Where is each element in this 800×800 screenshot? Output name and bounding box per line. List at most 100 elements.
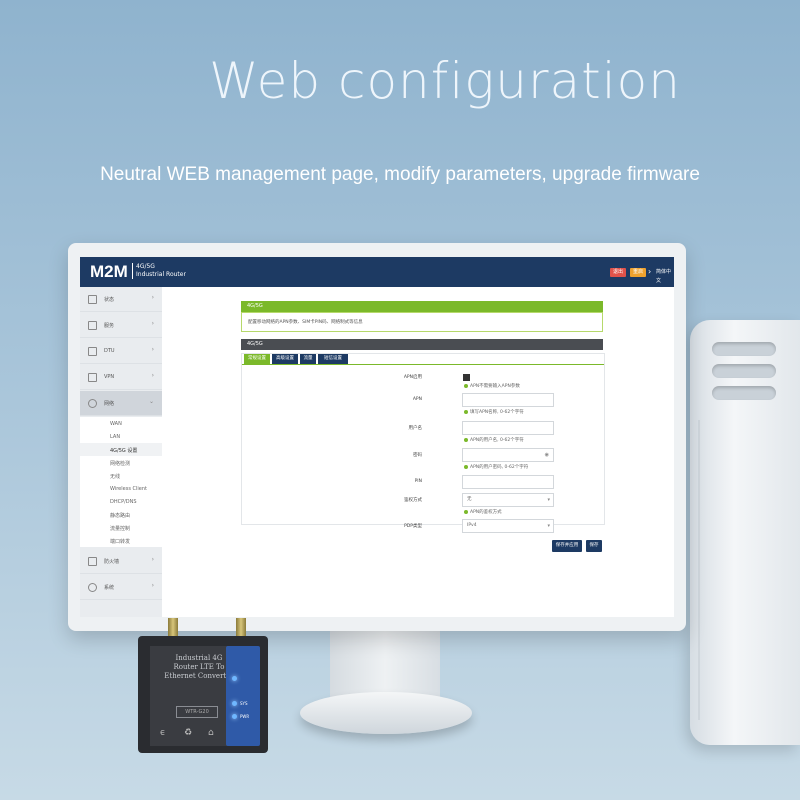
globe-icon — [88, 399, 97, 408]
chevron-down-icon: ⌄ — [148, 398, 154, 405]
monitor: M2M 4G/5G Industrial Router 退出 重启 › 简体中文… — [68, 243, 686, 631]
screen: M2M 4G/5G Industrial Router 退出 重启 › 简体中文… — [80, 257, 674, 617]
eye-icon[interactable]: ◉ — [544, 452, 549, 458]
sidebar-item-dtu[interactable]: DTU› — [80, 339, 162, 364]
logo-subtitle: 4G/5G Industrial Router — [132, 263, 186, 279]
pdp-select[interactable]: IPv4▾ — [462, 519, 554, 533]
language-link[interactable]: 简体中文 — [656, 269, 672, 284]
sub-item-network-check[interactable]: 网络检测 — [80, 456, 162, 469]
hero-title: Web configuration — [209, 52, 681, 110]
router-model: WTR-G20 — [176, 706, 218, 718]
sub-item-4g5g-settings[interactable]: 4G/5G 设置 — [80, 443, 162, 456]
auth-select[interactable]: 无▾ — [462, 493, 554, 507]
apn-input[interactable] — [462, 393, 554, 407]
form-panel: 常规设置 高级设置 流量 短信设置 — [241, 353, 605, 525]
save-button[interactable]: 保存 — [586, 540, 602, 552]
router-device: Industrial 4G Router LTE To Ethernet Con… — [138, 618, 268, 753]
tab-advanced[interactable]: 高级设置 — [272, 354, 298, 364]
chevron-right-icon: › — [151, 582, 154, 589]
sub-item-dhcp-dns[interactable]: DHCP/DNS — [80, 495, 162, 508]
tab-general[interactable]: 常规设置 — [244, 354, 270, 364]
dtu-icon — [88, 347, 97, 356]
main-content: 4G/5G 配置移动网络的APN参数、SIM卡PIN码、网络制式等信息 4G/5… — [162, 287, 674, 617]
system-icon — [88, 583, 97, 592]
tab-traffic[interactable]: 流量 — [300, 354, 316, 364]
apn-enable-label: APN启用 — [403, 375, 422, 380]
sub-item-lan[interactable]: LAN — [80, 430, 162, 443]
vent-slot — [712, 342, 776, 356]
pin-label: PIN — [414, 479, 422, 484]
password-label: 密码 — [413, 453, 422, 458]
chevron-right-icon: › — [648, 267, 652, 276]
chevron-right-icon: › — [151, 372, 154, 379]
led-indicator — [232, 701, 237, 706]
form-title-bar: 4G/5G — [241, 339, 603, 350]
sidebar-item-firewall[interactable]: 防火墙› — [80, 549, 162, 574]
led-indicator — [232, 714, 237, 719]
section-description: 配置移动网络的APN参数、SIM卡PIN码、网络制式等信息 — [248, 320, 363, 325]
username-hint: APN的用户名, 0-62个字符 — [464, 437, 524, 443]
apn-label: APN — [412, 397, 422, 402]
sidebar-item-system[interactable]: 系统› — [80, 575, 162, 600]
chevron-right-icon: › — [151, 294, 154, 301]
apn-enable-checkbox[interactable] — [463, 374, 470, 381]
password-hint: APN的用户密码, 0-62个字符 — [464, 464, 528, 470]
monitor-icon — [88, 295, 97, 304]
vpn-icon — [88, 373, 97, 382]
password-input[interactable]: ◉ — [462, 448, 554, 462]
vent-slot — [712, 364, 776, 378]
app-header: M2M 4G/5G Industrial Router 退出 重启 › 简体中文 — [80, 257, 674, 287]
sub-item-traffic-control[interactable]: 流量控制 — [80, 521, 162, 534]
sidebar-item-status[interactable]: 状态› — [80, 287, 162, 312]
vent-slot — [712, 386, 776, 400]
apn-hint: 填写APN名称, 0-62个字符 — [464, 409, 524, 415]
reboot-button[interactable]: 重启 — [630, 268, 646, 277]
auth-hint: APN的鉴权方式 — [464, 509, 502, 515]
section-title-bar: 4G/5G — [241, 301, 603, 312]
router-label: Industrial 4G Router LTE To Ethernet Con… — [164, 654, 234, 680]
led-indicator — [232, 676, 237, 681]
pdp-label: PDP类型 — [404, 524, 422, 529]
service-icon — [88, 321, 97, 330]
hero-subtitle: Neutral WEB management page, modify para… — [100, 164, 700, 185]
logout-button[interactable]: 退出 — [610, 268, 626, 277]
tab-sms[interactable]: 短信设置 — [318, 354, 348, 364]
username-label: 用户名 — [408, 426, 423, 431]
led-label-pwr: PWR — [240, 714, 250, 719]
sub-item-port-forward[interactable]: 端口转发 — [80, 534, 162, 547]
firewall-icon — [88, 557, 97, 566]
auth-label: 鉴权方式 — [404, 498, 422, 503]
sub-item-wireless[interactable]: 无线 — [80, 469, 162, 482]
sidebar-item-service[interactable]: 服务› — [80, 313, 162, 338]
router-front-panel: Industrial 4G Router LTE To Ethernet Con… — [150, 646, 234, 746]
sidebar-item-vpn[interactable]: VPN› — [80, 365, 162, 390]
antenna — [168, 618, 178, 640]
monitor-stand-base — [300, 692, 472, 734]
led-label-sys: SYS — [240, 701, 248, 706]
sub-item-wireless-client[interactable]: Wireless Client — [80, 482, 162, 495]
ce-mark-icon: ϵ — [160, 728, 166, 738]
save-apply-button[interactable]: 保存并应用 — [552, 540, 582, 552]
username-input[interactable] — [462, 421, 554, 435]
apn-enable-hint: APN不需要输入APN参数 — [464, 383, 520, 389]
chevron-down-icon: ▾ — [547, 497, 550, 503]
chevron-right-icon: › — [151, 556, 154, 563]
tab-bar: 常规设置 高级设置 流量 短信设置 — [242, 354, 604, 365]
sidebar: 状态› 服务› DTU› VPN› 网络⌄ WAN LAN 4G/5G 设置 网… — [80, 287, 162, 617]
sub-item-wan[interactable]: WAN — [80, 417, 162, 430]
sidebar-item-network[interactable]: 网络⌄ — [80, 391, 162, 416]
pin-input[interactable] — [462, 475, 554, 489]
chevron-right-icon: › — [151, 346, 154, 353]
recycle-icon: ♻ — [184, 728, 193, 738]
router-body: Industrial 4G Router LTE To Ethernet Con… — [138, 636, 268, 753]
tower-panel — [698, 420, 790, 720]
logo: M2M — [90, 262, 128, 281]
router-led-panel: SYS PWR — [226, 646, 260, 746]
sub-item-static-route[interactable]: 静态路由 — [80, 508, 162, 521]
antenna — [236, 618, 246, 640]
chevron-right-icon: › — [151, 320, 154, 327]
chevron-down-icon: ▾ — [547, 523, 550, 529]
section-description-box: 配置移动网络的APN参数、SIM卡PIN码、网络制式等信息 — [241, 312, 603, 332]
monitor-stand-neck — [330, 630, 440, 700]
tower-pc — [690, 320, 800, 745]
